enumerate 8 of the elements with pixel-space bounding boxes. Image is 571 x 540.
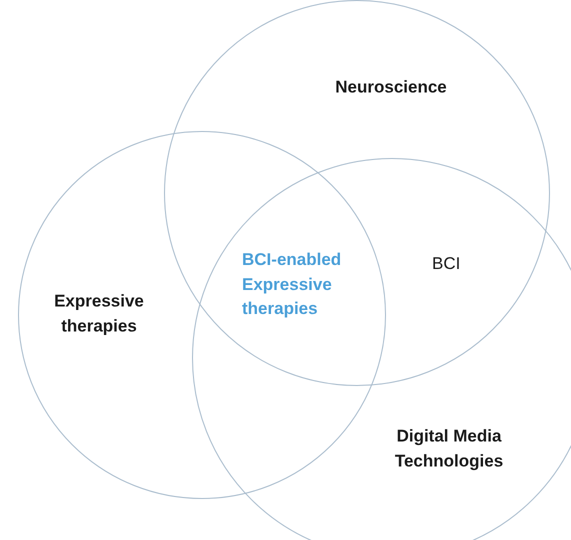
intersection-label: BCI-enabled Expressive therapies (242, 249, 342, 320)
venn-circle (192, 158, 571, 540)
venn-circle (164, 0, 550, 386)
venn-circle (18, 131, 386, 499)
intersection-label: BCI (432, 253, 462, 275)
set-label: Digital Media Technologies (394, 425, 504, 472)
set-label: Expressive therapies (53, 290, 145, 337)
set-label: Neuroscience (334, 76, 448, 99)
